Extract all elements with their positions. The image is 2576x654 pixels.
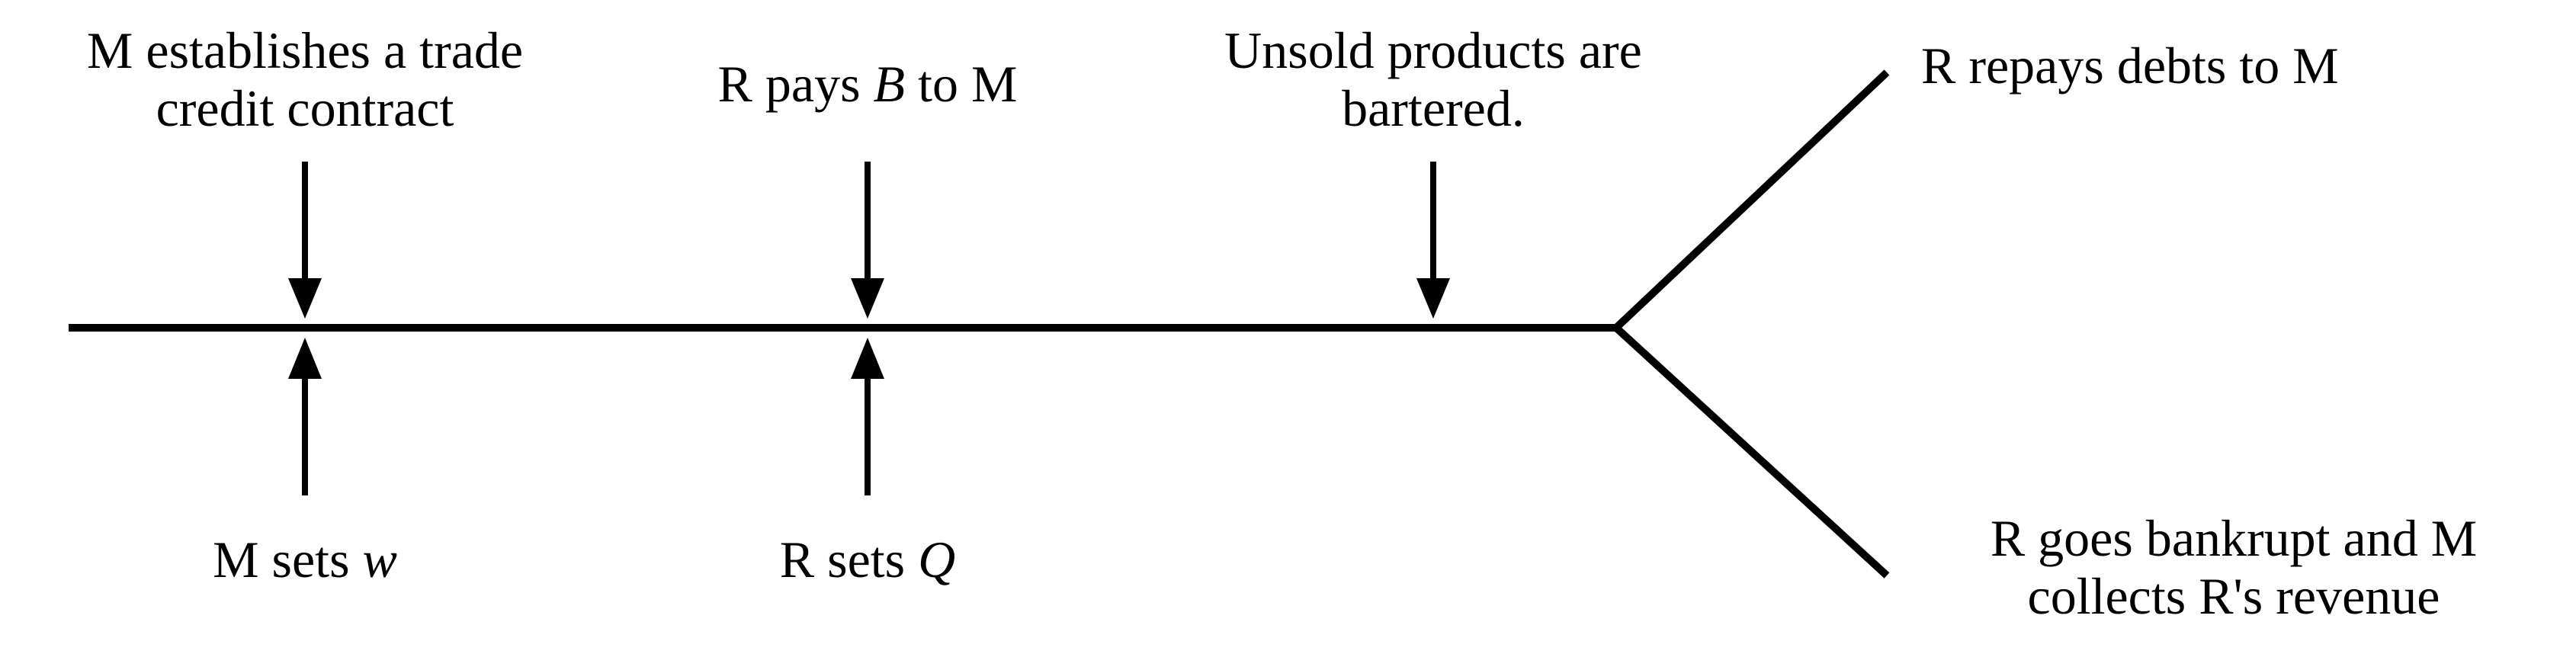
bankrupt-outcome-label: R goes bankrupt and M collects R's reven… xyxy=(1906,509,2562,625)
sets-q-prefix: R sets xyxy=(779,531,919,588)
bartered-label: Unsold products are bartered. xyxy=(1166,21,1700,137)
trade-credit-label: M establishes a trade credit contract xyxy=(23,21,587,137)
arrow-up-icon xyxy=(288,338,322,495)
sets-w-variable: w xyxy=(362,531,397,588)
bartered-line2: bartered. xyxy=(1342,79,1525,137)
arrow-up-icon xyxy=(851,338,884,495)
bartered-line1: Unsold products are xyxy=(1224,21,1642,79)
repay-outcome-label: R repays debts to M xyxy=(1921,37,2546,95)
repay-outcome-line1: R repays debts to M xyxy=(1921,37,2339,95)
arrow-down-icon xyxy=(288,162,322,319)
sets-w-label: M sets w xyxy=(114,531,496,588)
pays-b-label: R pays B to M xyxy=(639,55,1096,113)
trade-credit-line1: M establishes a trade xyxy=(86,21,524,79)
trade-credit-line2: credit contract xyxy=(156,79,454,137)
arrow-down-icon xyxy=(851,162,884,319)
branch-down-line xyxy=(1613,325,1890,579)
pays-b-suffix: to M xyxy=(905,55,1018,113)
pays-b-prefix: R pays xyxy=(717,55,874,113)
bankrupt-outcome-line1: R goes bankrupt and M xyxy=(1990,509,2478,567)
sets-w-prefix: M sets xyxy=(213,531,363,588)
sets-q-label: R sets Q xyxy=(677,531,1058,588)
bankrupt-outcome-line2: collects R's revenue xyxy=(2027,567,2440,625)
sets-q-variable: Q xyxy=(918,531,956,588)
branch-up-line xyxy=(1613,69,1890,331)
arrow-down-icon xyxy=(1416,162,1450,319)
pays-b-variable: B xyxy=(873,55,906,113)
